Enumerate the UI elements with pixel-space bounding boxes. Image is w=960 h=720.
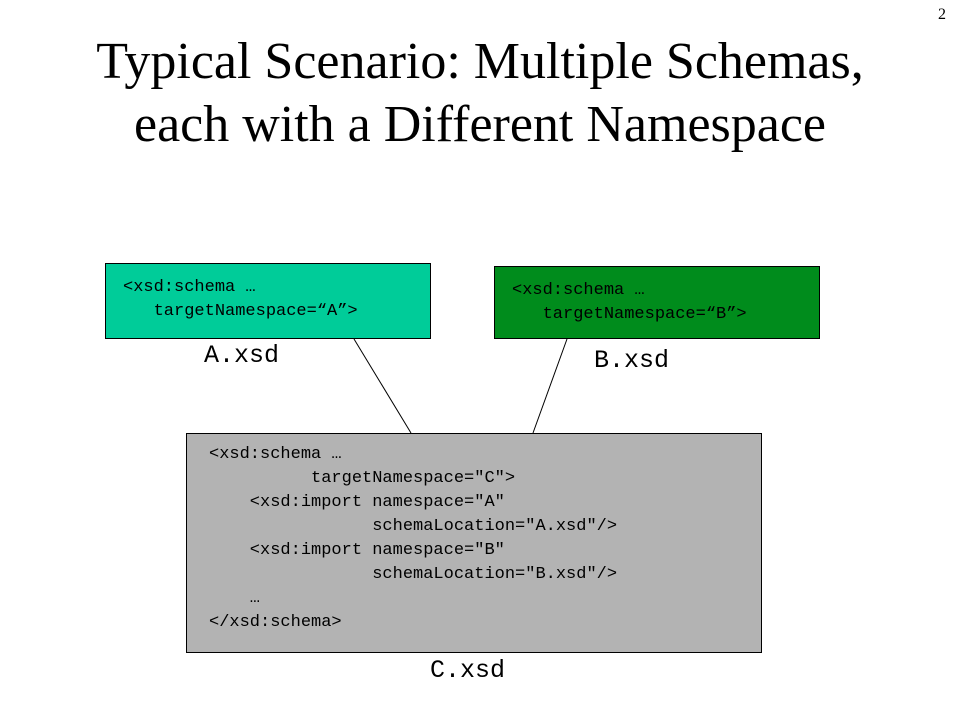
- schema-a-line: <xsd:schema …: [123, 278, 256, 297]
- schema-b-box: <xsd:schema … targetNamespace=“B”>: [494, 266, 820, 339]
- schema-c-line: <xsd:import namespace="A": [209, 493, 505, 512]
- slide-title: Typical Scenario: Multiple Schemas, each…: [96, 33, 864, 153]
- schema-b-filename: B.xsd: [594, 346, 670, 375]
- schema-c-line: targetNamespace="C">: [209, 469, 516, 488]
- schema-a-filename: A.xsd: [204, 341, 280, 370]
- schema-a-line: targetNamespace=“A”>: [123, 302, 358, 321]
- schema-c-line: <xsd:schema …: [209, 445, 342, 464]
- connector-a-to-c: [353, 338, 412, 434]
- schema-a-box: <xsd:schema … targetNamespace=“A”>: [105, 263, 431, 339]
- schema-b-line: targetNamespace=“B”>: [512, 305, 747, 324]
- schema-c-line: schemaLocation="B.xsd"/>: [209, 565, 618, 584]
- connector-b-to-c: [532, 338, 568, 434]
- schema-c-box: <xsd:schema … targetNamespace="C"> <xsd:…: [186, 433, 762, 653]
- page-number: 2: [938, 6, 946, 23]
- schema-c-line: …: [209, 589, 261, 608]
- schema-c-line: schemaLocation="A.xsd"/>: [209, 517, 618, 536]
- schema-c-line: </xsd:schema>: [209, 613, 342, 632]
- schema-c-filename: C.xsd: [430, 656, 506, 685]
- schema-c-line: <xsd:import namespace="B": [209, 541, 505, 560]
- schema-b-line: <xsd:schema …: [512, 281, 645, 300]
